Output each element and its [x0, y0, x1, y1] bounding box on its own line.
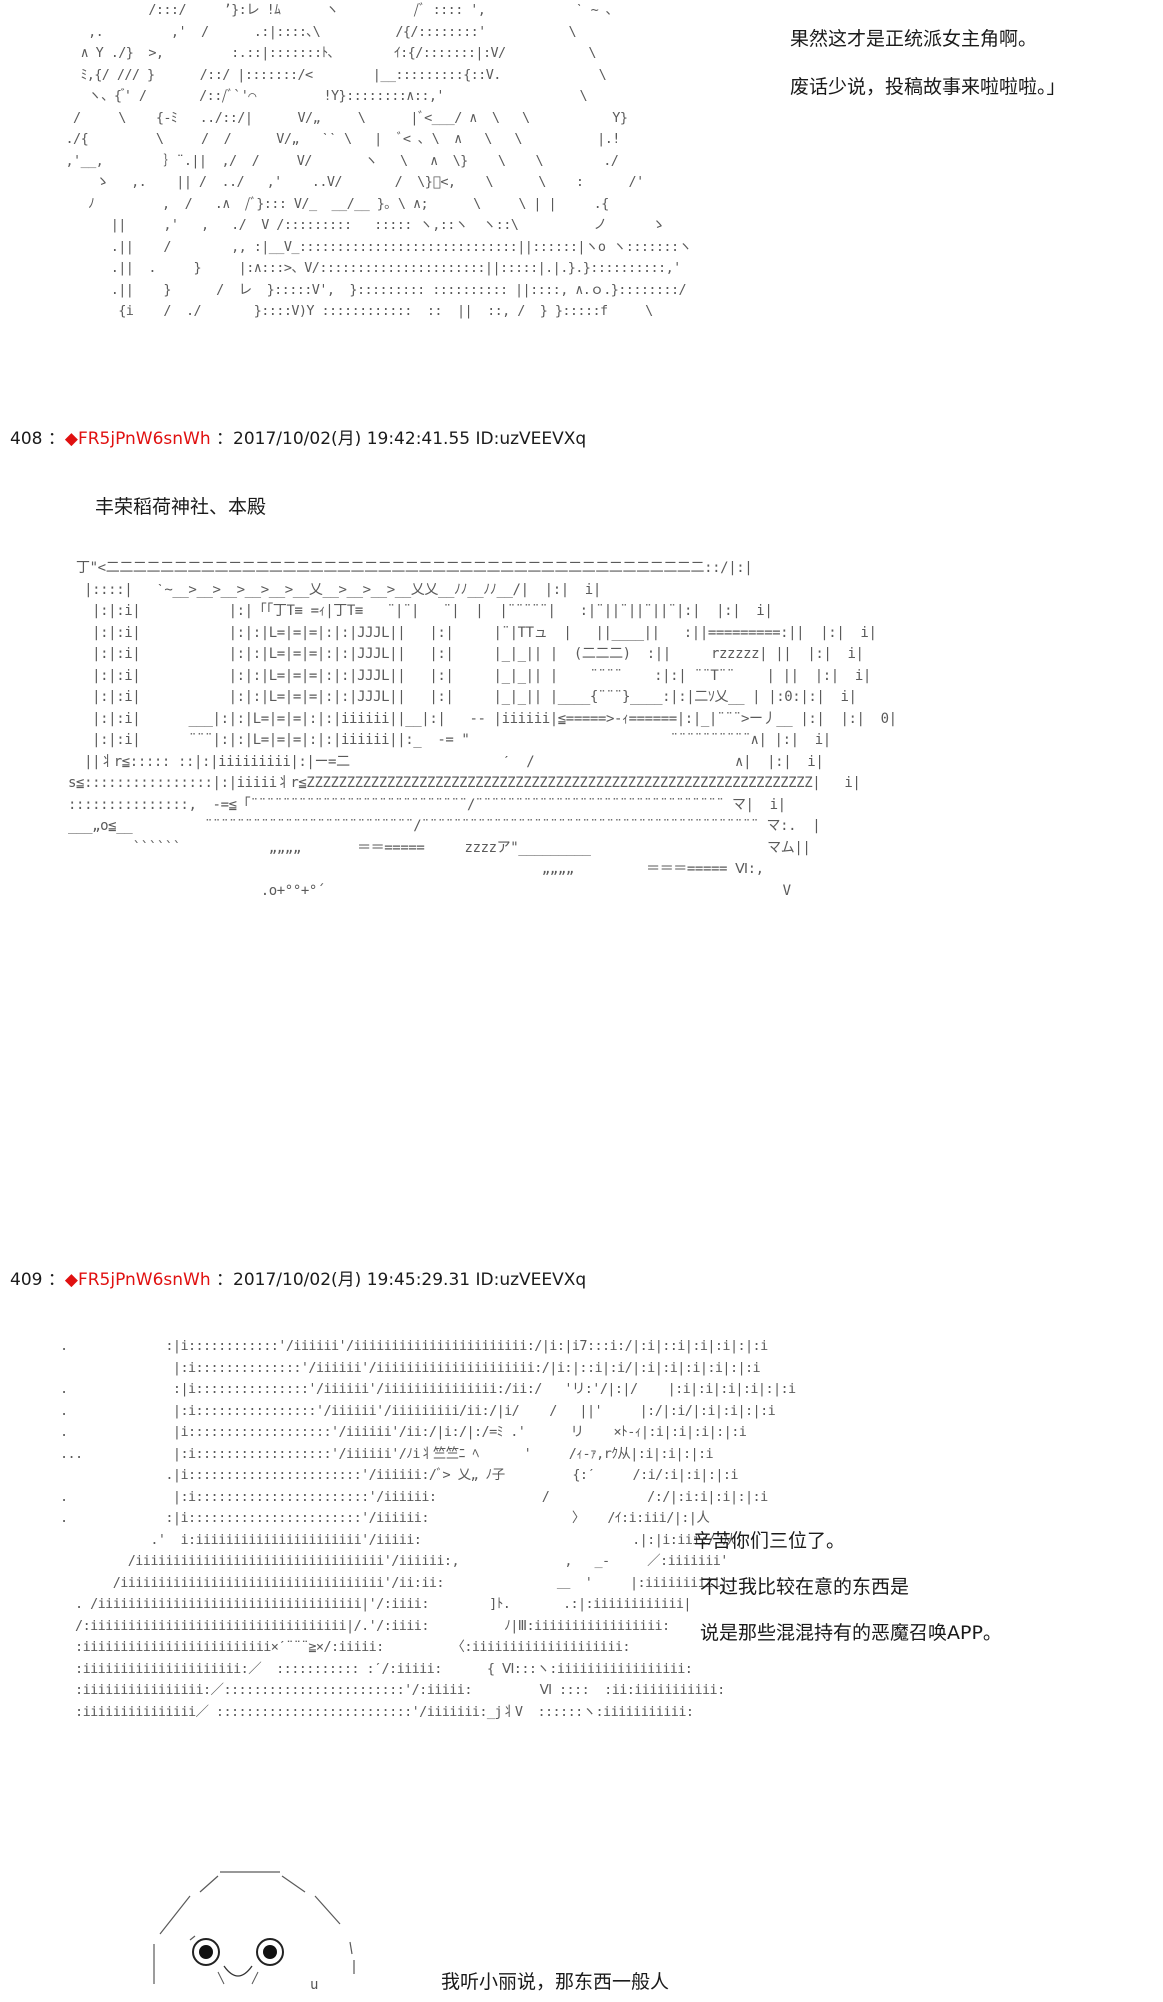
trip-diamond-icon: ◆: [64, 1270, 78, 1290]
post-header: 408 ：◆FR5jPnW6snWh ：2017/10/02(月) 19:42:…: [10, 424, 586, 449]
trip-code: FR5jPnW6snWh: [77, 429, 211, 449]
speech-line: 不过我比较在意的东西是: [700, 1576, 910, 1598]
trip-diamond-icon: ◆: [64, 429, 78, 449]
left-eye-icon: [192, 1938, 220, 1966]
svg-text:u: u: [310, 1977, 318, 1993]
right-eye-icon: [256, 1938, 284, 1966]
speech-line: 说是那些混混持有的恶魔召唤APP。: [700, 1622, 1002, 1644]
ascii-art-shrine: 丁"<二二二二二二二二二二二二二二二二二二二二二二二二二二二二二二二二二二二二二…: [68, 560, 897, 899]
post-colon: ：: [216, 429, 234, 449]
post-header: 409 ：◆FR5jPnW6snWh ：2017/10/02(月) 19:45:…: [10, 1265, 586, 1290]
post-number: 408: [10, 429, 43, 449]
post-separator: ：: [47, 429, 65, 449]
speech-line: 废话少说，投稿故事来啦啦啦。」: [790, 76, 1066, 98]
post-separator: ：: [47, 1270, 65, 1290]
post-datetime: 2017/10/02(月) 19:42:41.55: [233, 429, 471, 449]
trip-code: FR5jPnW6snWh: [77, 1270, 211, 1290]
ascii-art-character: . :|i::::::::::::'/iiiiii'/iiiiiiiiiiiii…: [60, 1338, 796, 1720]
ascii-art-top: /:::/ ʼ}:レ !ﾑ ヽ /ﾞ :::: ', ˋ ~ ､ ,. ,' /…: [65, 2, 692, 319]
post-id: ID:uzVEEVXq: [475, 429, 587, 449]
post-number: 409: [10, 1270, 43, 1290]
post-datetime: 2017/10/02(月) 19:45:29.31: [233, 1270, 471, 1290]
speech-line: 我听小丽说，那东西一般人: [441, 1971, 670, 1993]
character-face: u: [153, 1871, 355, 1993]
post-id: ID:uzVEEVXq: [475, 1270, 587, 1290]
speech-line: 辛苦你们三位了。: [693, 1530, 846, 1552]
scene-caption: 丰荣稻荷神社、本殿: [95, 496, 267, 518]
speech-line: 果然这才是正统派女主角啊。: [790, 28, 1038, 50]
post-colon: ：: [216, 1270, 234, 1290]
